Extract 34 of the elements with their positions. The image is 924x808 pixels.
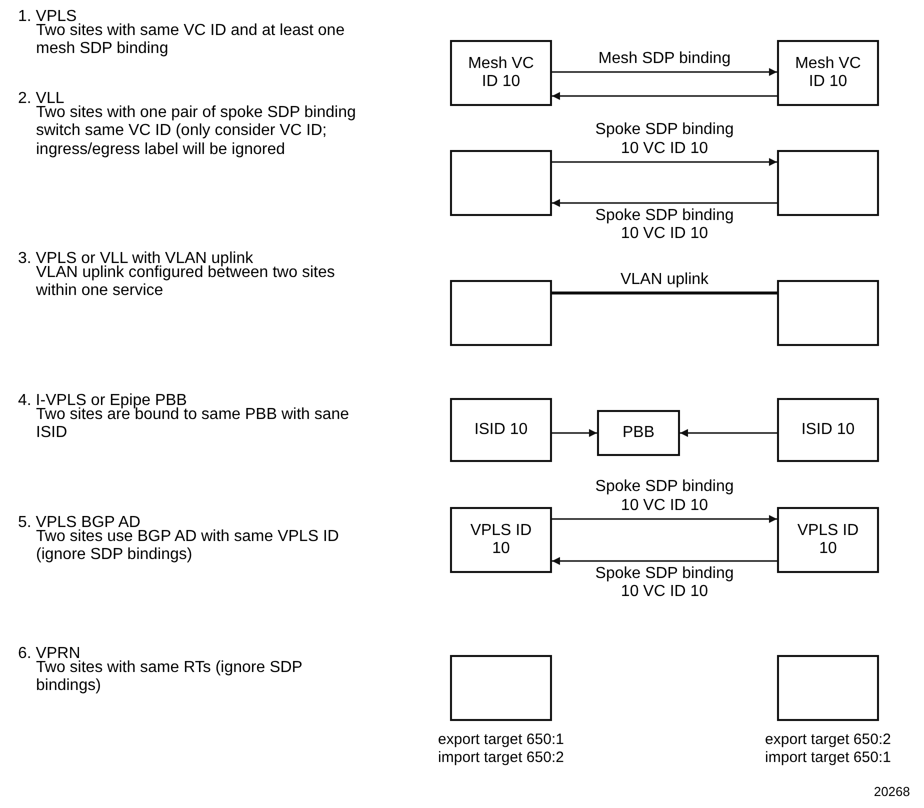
site-box: Mesh VC ID 10 (777, 40, 879, 106)
site-box (450, 280, 552, 346)
case-description: Two sites use BGP AD with same VPLS ID (ignore SDP bindings) (36, 528, 340, 565)
arrow (552, 92, 777, 100)
target-note: import target 650:1 (765, 749, 891, 766)
case-description: Two sites with same RTs (ignore SDP bindings) (36, 659, 304, 696)
arrow (552, 68, 777, 76)
site-box: ISID 10 (450, 398, 552, 462)
case-heading: 2. VLL (18, 90, 64, 107)
target-note: export target 650:2 (765, 731, 891, 748)
target-note: export target 650:1 (438, 731, 564, 748)
site-box: Mesh VC ID 10 (450, 40, 552, 106)
site-box (777, 655, 879, 721)
site-box: ISID 10 (777, 398, 879, 462)
target-note: import target 650:2 (438, 749, 564, 766)
site-box: PBB (597, 410, 680, 456)
site-box (450, 150, 552, 216)
site-box: VPLS ID 10 (450, 507, 552, 573)
figure-number: 20268 (874, 784, 910, 799)
arrow (680, 429, 777, 437)
site-box (777, 150, 879, 216)
arrow (552, 557, 777, 565)
site-box (450, 655, 552, 721)
connector-line (552, 292, 777, 294)
site-box (777, 280, 879, 346)
arrow (552, 158, 777, 166)
site-box: VPLS ID 10 (777, 507, 879, 573)
case-description: Two sites with same VC ID and at least one mesh SDP binding (36, 22, 346, 59)
arrow (552, 429, 597, 437)
case-heading: 1. VPLS (18, 8, 77, 25)
arrow (552, 199, 777, 207)
arrow (552, 515, 777, 523)
case-description: Two sites with one pair of spoke SDP binding switch same VC ID (only consider VC ID; ingress/egress label will be ignored (36, 104, 357, 160)
case-description: VLAN uplink configured between two sites within one service (36, 264, 336, 301)
